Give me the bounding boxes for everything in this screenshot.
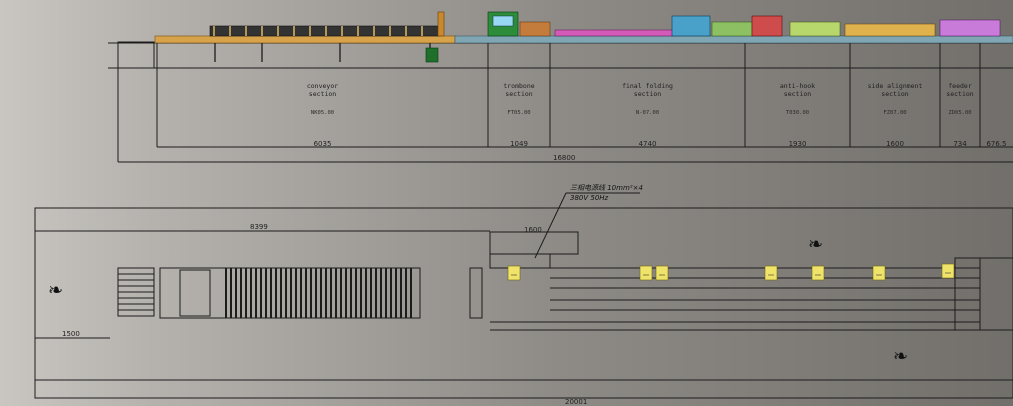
- conveyor-drive-plan: [179, 269, 211, 317]
- operator-symbol: ❧: [893, 346, 908, 367]
- section-code: FZ07.00: [883, 110, 906, 116]
- dim-1500: 1500: [62, 330, 80, 338]
- section-name: final folding: [622, 82, 673, 90]
- section-name-suffix: section: [309, 90, 336, 98]
- dim-1600: 1600: [524, 226, 542, 234]
- operator-symbol: ❧: [48, 280, 63, 301]
- power-leader: [534, 192, 567, 259]
- anti-hook-drive: [789, 21, 841, 37]
- machinery-bed: [454, 35, 1013, 44]
- operator-symbol: ❧: [808, 234, 823, 255]
- section-name: trombone: [503, 82, 534, 90]
- alignment-unit: [844, 23, 936, 37]
- elevation-view: conveyorsectionNK05.006035trombonesectio…: [108, 11, 1013, 163]
- dim-20001: 20001: [565, 398, 587, 406]
- section-code: FT05.00: [507, 110, 530, 116]
- section-name-suffix: section: [634, 90, 661, 98]
- conveyor-plan-rollers: [225, 268, 412, 318]
- dim-8399: 8399: [250, 223, 268, 231]
- anti-hook-unit: [751, 15, 783, 37]
- section-length: 734: [953, 140, 967, 148]
- section-name: conveyor: [307, 82, 338, 90]
- power-note-line1: 三相电源线 10mm²×4: [570, 184, 643, 192]
- section-name: feeder: [948, 82, 972, 90]
- feeder-unit: [939, 19, 1001, 37]
- section-length: 676.5: [986, 140, 1006, 148]
- control-box: [811, 265, 825, 281]
- trombone-drive: [519, 21, 551, 37]
- control-box: [941, 263, 955, 279]
- control-boxes: [507, 263, 955, 281]
- section-code: N-07.00: [636, 110, 659, 116]
- room-outline: [34, 207, 1013, 399]
- plan-view: 8399 20001 1500 三相电源线 10mm²×4 380V 50Hz …: [34, 184, 1013, 406]
- section-code: ZD05.00: [948, 110, 971, 116]
- control-box: [655, 265, 669, 281]
- section-labels: conveyorsectionNK05.006035trombonesectio…: [307, 82, 1007, 148]
- section-length: 1930: [789, 140, 807, 148]
- conveyor-bed: [154, 35, 456, 44]
- conveyor-tower: [437, 11, 445, 37]
- section-name-suffix: section: [946, 90, 973, 98]
- section-name: side alignment: [868, 82, 923, 90]
- section-name-suffix: section: [784, 90, 811, 98]
- total-length: 16800: [553, 154, 575, 162]
- section-code: T030.00: [786, 110, 809, 116]
- infeed-grid-lines: [118, 273, 154, 311]
- motor-box: [425, 47, 439, 63]
- control-box: [639, 265, 653, 281]
- conveyor-rollers: [213, 26, 423, 36]
- folding-belt: [554, 29, 676, 37]
- power-note-line2: 380V 50Hz: [570, 194, 609, 202]
- section-name-suffix: section: [505, 90, 532, 98]
- trombone-panel: [492, 15, 514, 27]
- section-length: 4740: [639, 140, 657, 148]
- control-box: [764, 265, 778, 281]
- section-name-suffix: section: [881, 90, 908, 98]
- control-box: [507, 265, 521, 281]
- section-name: anti-hook: [780, 82, 815, 90]
- trombone-plan: [469, 267, 483, 319]
- feeder-end-box: [954, 257, 981, 331]
- section-length: 1049: [510, 140, 528, 148]
- section-length: 1600: [886, 140, 904, 148]
- box-1600: [489, 231, 579, 255]
- frame-left: [117, 41, 155, 69]
- folding-drive: [711, 21, 753, 37]
- section-length: 6035: [314, 140, 332, 148]
- control-box: [872, 265, 886, 281]
- folding-unit: [671, 15, 711, 37]
- section-code: NK05.00: [311, 110, 334, 116]
- section-dividers: [487, 43, 981, 147]
